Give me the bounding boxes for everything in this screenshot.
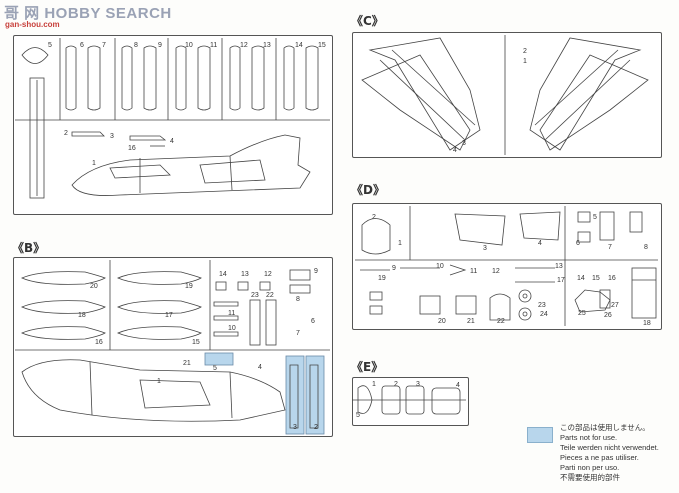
part-number: 13 [555, 263, 563, 270]
part-number: 9 [158, 42, 162, 49]
part-number: 11 [228, 310, 236, 317]
part-number: 3 [110, 133, 114, 140]
part-number: 4 [170, 138, 174, 145]
unused-parts-swatch [527, 427, 553, 443]
part-number: 1 [372, 381, 376, 388]
watermark-brand: 哥 网 HOBBY SEARCH [4, 2, 172, 23]
part-number: 7 [608, 244, 612, 251]
part-number: 19 [185, 283, 193, 290]
legend-line-en: Parts not for use. [560, 433, 618, 442]
part-number: 2 [372, 214, 376, 221]
part-number: 18 [643, 320, 651, 327]
part-number: 4 [258, 364, 262, 371]
part-number: 6 [576, 240, 580, 247]
part-number: 8 [644, 244, 648, 251]
part-number: 15 [592, 275, 600, 282]
part-number: 2 [64, 130, 68, 137]
part-number: 9 [314, 268, 318, 275]
part-number: 11 [470, 268, 478, 275]
part-number: 21 [183, 360, 191, 367]
part-number: 2 [394, 381, 398, 388]
watermark-brand-text: HOBBY SEARCH [44, 5, 172, 22]
part-number: 6 [80, 42, 84, 49]
part-number: 3 [293, 424, 297, 431]
part-number: 11 [210, 42, 218, 49]
part-number: 21 [467, 318, 475, 325]
part-number: 4 [456, 382, 460, 389]
legend-line-zh: 不需要使用的部件 [560, 473, 620, 482]
part-number: 5 [593, 214, 597, 221]
part-number: 8 [134, 42, 138, 49]
part-number: 19 [378, 275, 386, 282]
part-number: 18 [78, 312, 86, 319]
part-number: 1 [398, 240, 402, 247]
part-number: 14 [577, 275, 585, 282]
part-number: 20 [90, 283, 98, 290]
part-number: 16 [128, 145, 136, 152]
part-number: 13 [263, 42, 271, 49]
part-number: 20 [438, 318, 446, 325]
part-number: 15 [318, 42, 326, 49]
part-number: 27 [611, 302, 619, 309]
section-label-d: 《D》 [351, 183, 385, 197]
legend-line-ja: この部品は使用しません。 [560, 423, 650, 432]
part-number: 1 [92, 160, 96, 167]
part-number: 25 [578, 310, 586, 317]
part-number: 26 [604, 312, 612, 319]
part-number: 13 [241, 271, 249, 278]
section-label-e: 《E》 [351, 360, 384, 374]
part-number: 23 [251, 292, 259, 299]
part-number: 14 [295, 42, 303, 49]
part-number: 7 [102, 42, 106, 49]
sprue-frame-a [13, 35, 333, 215]
part-number: 1 [523, 58, 527, 65]
sprue-frame-d [352, 203, 662, 330]
part-number: 3 [416, 381, 420, 388]
part-number: 14 [219, 271, 227, 278]
part-number: 2 [314, 424, 318, 431]
part-number: 5 [213, 365, 217, 372]
part-number: 16 [608, 275, 616, 282]
section-label-c: 《C》 [351, 14, 384, 28]
part-number: 8 [296, 296, 300, 303]
part-number: 4 [538, 240, 542, 247]
part-number: 12 [492, 268, 500, 275]
part-number: 1 [157, 378, 161, 385]
part-number: 10 [185, 42, 193, 49]
legend-line-it: Parti non per uso. [560, 463, 620, 472]
part-number: 7 [296, 330, 300, 337]
sprue-frame-c [352, 32, 662, 158]
part-number: 2 [523, 48, 527, 55]
part-number: 15 [192, 339, 200, 346]
watermark-cn: 哥 网 [4, 5, 40, 22]
section-label-b: 《B》 [12, 241, 46, 255]
unused-parts-legend: この部品は使用しません。 Parts not for use. Teile we… [560, 423, 659, 483]
part-number: 12 [240, 42, 248, 49]
part-number: 4 [453, 147, 457, 154]
watermark-site: gan-shou.com [5, 20, 60, 29]
part-number: 5 [356, 412, 360, 419]
legend-line-de: Teile werden nicht verwendet. [560, 443, 659, 452]
part-number: 23 [538, 302, 546, 309]
part-number: 5 [48, 42, 52, 49]
part-number: 12 [264, 271, 272, 278]
part-number: 10 [436, 263, 444, 270]
part-number: 3 [462, 140, 466, 147]
part-number: 6 [311, 318, 315, 325]
legend-line-fr: Pieces a ne pas utiliser. [560, 453, 639, 462]
part-number: 3 [483, 245, 487, 252]
part-number: 17 [165, 312, 173, 319]
part-number: 22 [266, 292, 274, 299]
part-number: 10 [228, 325, 236, 332]
part-number: 17 [557, 277, 565, 284]
part-number: 9 [392, 265, 396, 272]
part-number: 24 [540, 311, 548, 318]
part-number: 16 [95, 339, 103, 346]
part-number: 22 [497, 318, 505, 325]
